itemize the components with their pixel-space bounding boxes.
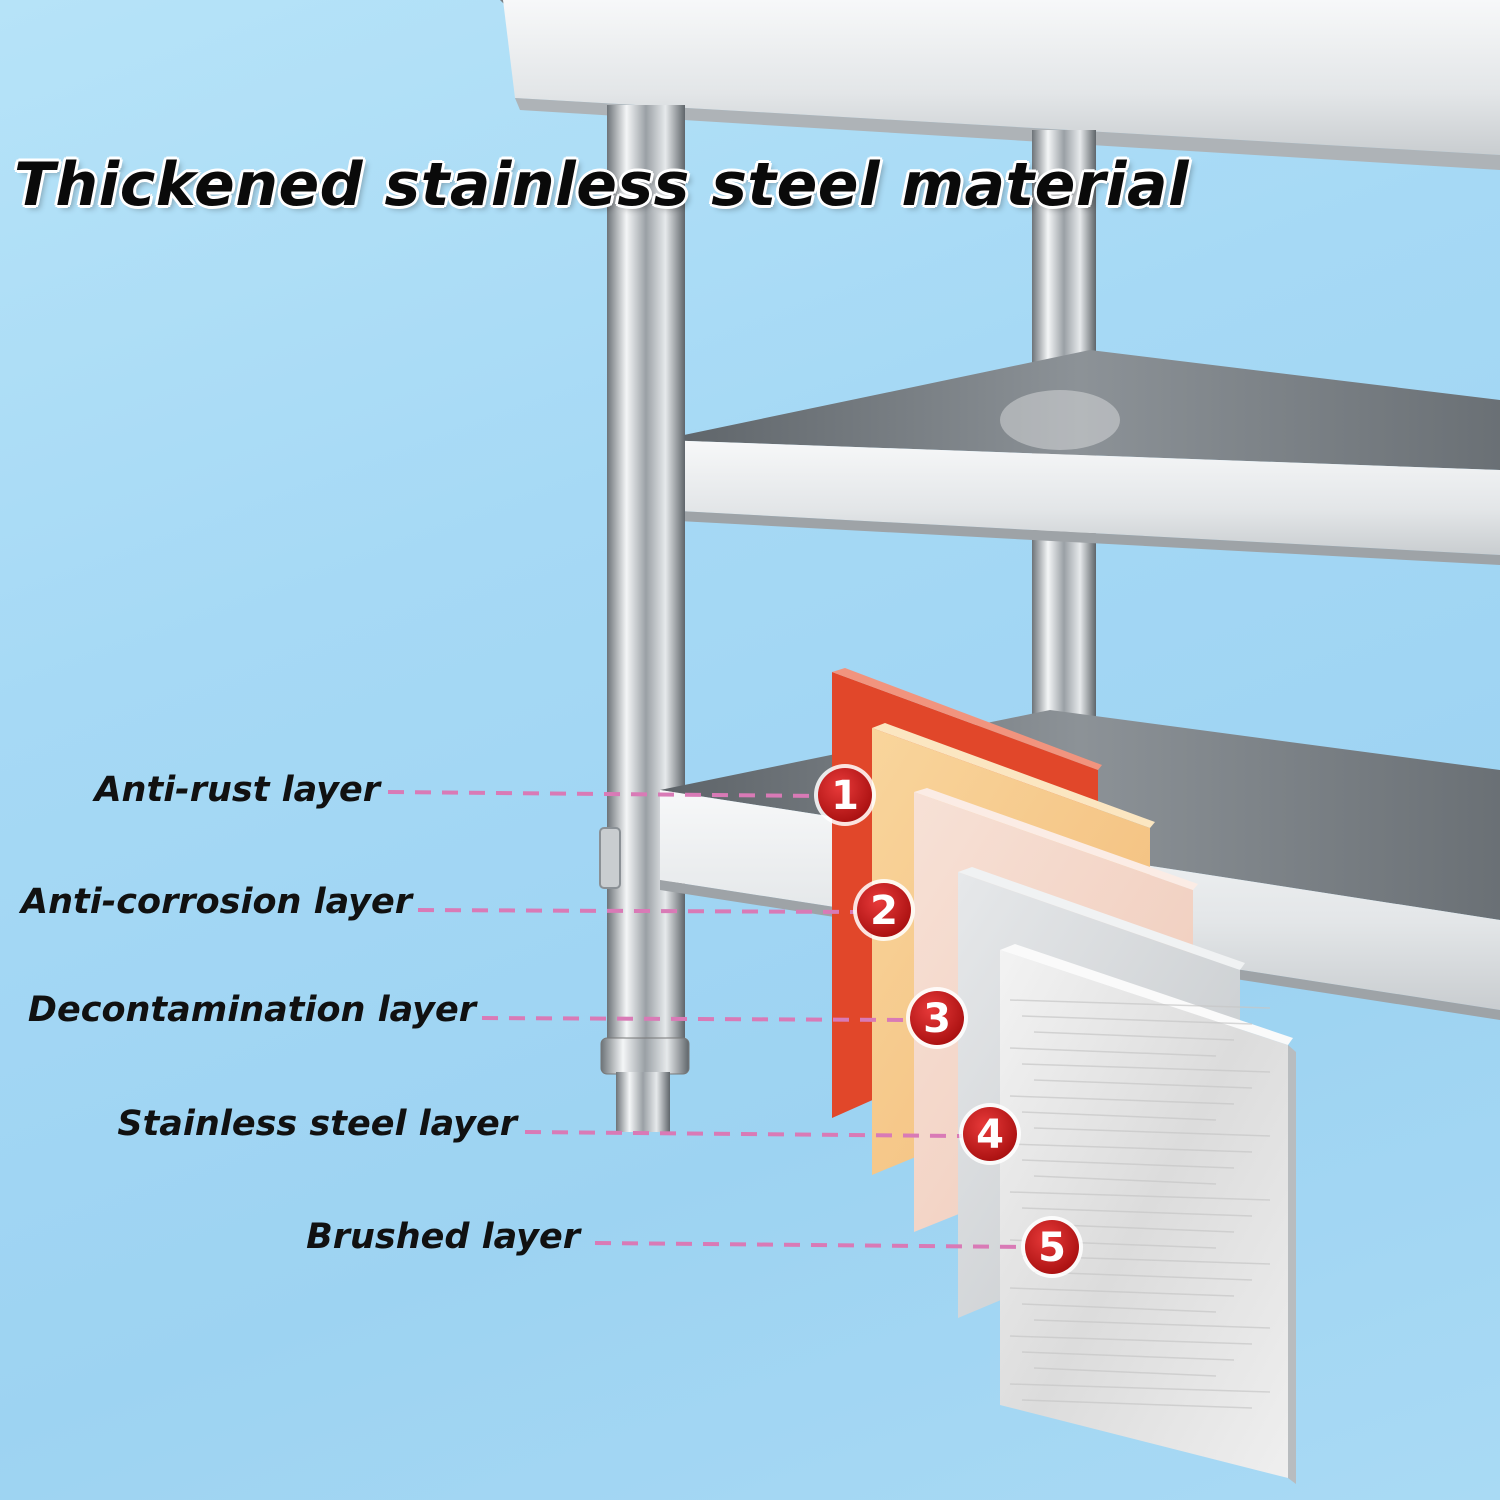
leader-lines (387, 790, 1025, 1249)
brush-stroke (1009, 1383, 1271, 1393)
brush-stroke (1021, 1351, 1235, 1361)
brush-stroke (1021, 1159, 1235, 1169)
headline: Thickened stainless steel material (14, 150, 1190, 220)
brush-stroke (1033, 1367, 1217, 1377)
top-shelf (500, 0, 1500, 170)
brush-stroke (1021, 1399, 1253, 1409)
brush-stroke (1009, 1287, 1235, 1297)
brush-stroke (1021, 1207, 1253, 1217)
badge-number-2: 2 (870, 888, 898, 934)
brush-stroke (1009, 999, 1271, 1009)
badge-3: 3 (906, 987, 968, 1049)
label-anti-rust: Anti-rust layer (94, 770, 380, 810)
leader-line-3 (481, 1016, 911, 1022)
leader-line-1 (387, 790, 821, 798)
brush-stroke (1009, 1047, 1217, 1057)
leader-line-5 (594, 1241, 1025, 1249)
brush-stroke (1033, 1175, 1217, 1185)
front-leg (599, 105, 690, 1132)
badge-1: 1 (814, 764, 876, 826)
brush-stroke (1009, 1191, 1271, 1201)
brush-stroke (1009, 1335, 1253, 1345)
brush-stroke (1033, 1031, 1235, 1041)
layer-panels (832, 668, 1296, 1484)
brush-stroke (1033, 1319, 1271, 1329)
leader-line-2 (417, 908, 857, 914)
badge-number-5: 5 (1038, 1225, 1066, 1271)
badge-5: 5 (1021, 1216, 1083, 1278)
label-brushed: Brushed layer (306, 1217, 580, 1257)
brush-stroke (1033, 1127, 1271, 1137)
leader-line-4 (524, 1130, 963, 1138)
brush-stroke (1021, 1015, 1253, 1025)
brush-stroke (1033, 1271, 1253, 1281)
badge-2: 2 (853, 879, 915, 941)
brush-stroke (1021, 1303, 1217, 1313)
brush-stroke (1021, 1111, 1217, 1121)
brush-stroke (1021, 1063, 1271, 1073)
label-anti-corrosion: Anti-corrosion layer (21, 882, 412, 922)
label-decontamination: Decontamination layer (27, 990, 476, 1030)
middle-shelf (660, 350, 1500, 565)
brush-stroke (1009, 1143, 1253, 1153)
badge-number-1: 1 (831, 773, 859, 819)
brush-stroke (1009, 1095, 1235, 1105)
badge-number-3: 3 (923, 996, 951, 1042)
brushed-texture (1009, 999, 1271, 1409)
brush-stroke (1033, 1079, 1253, 1089)
badge-4: 4 (959, 1103, 1021, 1165)
badge-number-4: 4 (976, 1112, 1004, 1158)
label-stainless-steel: Stainless steel layer (117, 1104, 517, 1144)
